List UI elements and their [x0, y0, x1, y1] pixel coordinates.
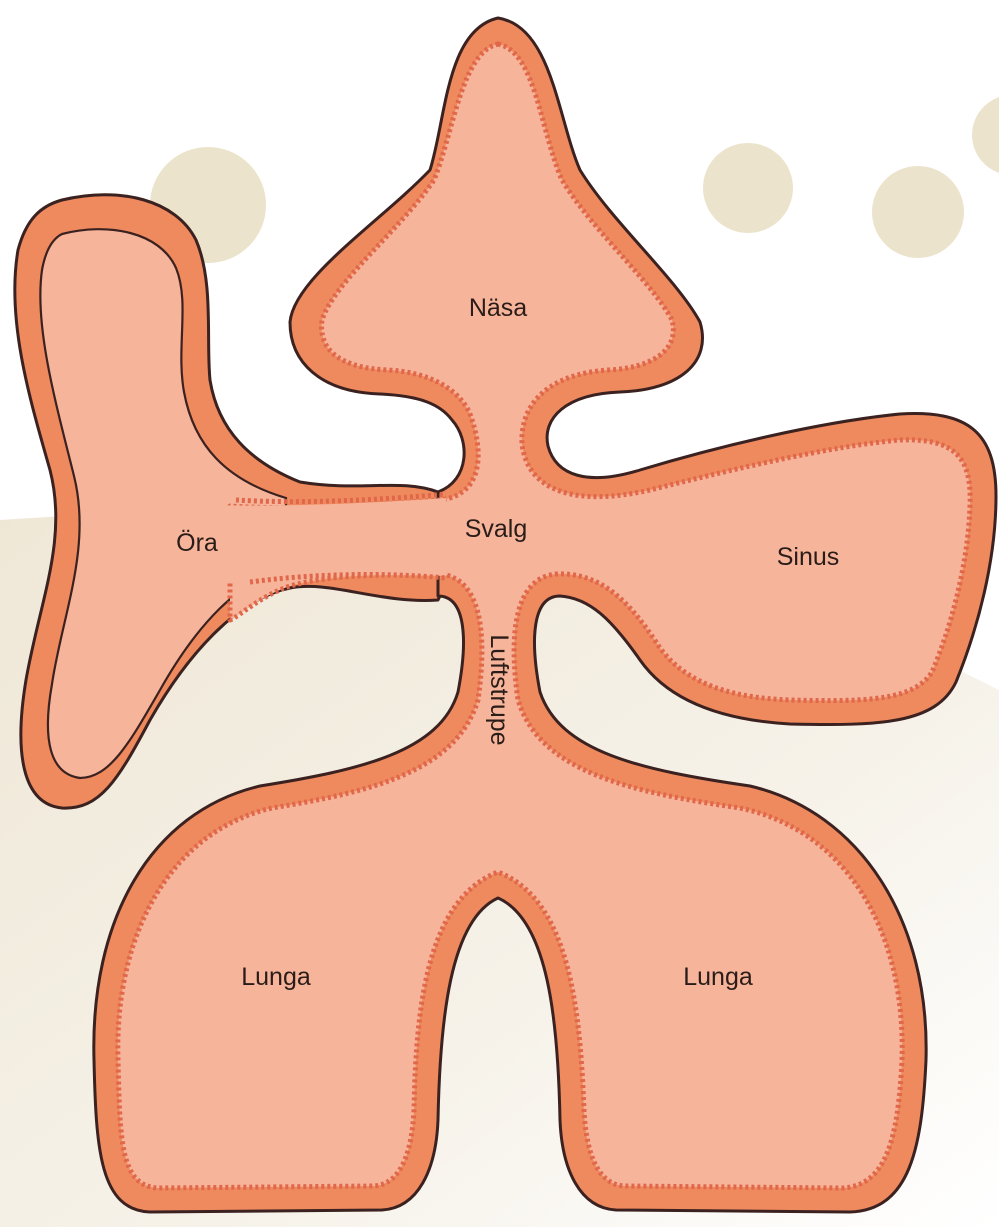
label-lunga-right: Lunga	[683, 963, 753, 991]
label-sinus: Sinus	[777, 543, 840, 571]
backdrop-dot	[872, 166, 964, 258]
label-lunga-left: Lunga	[241, 963, 311, 991]
label-luftstrupe: Luftstrupe	[485, 634, 513, 745]
backdrop-dot	[972, 95, 999, 175]
label-svalg: Svalg	[465, 515, 528, 543]
backdrop-dot	[703, 143, 793, 233]
label-ora: Öra	[176, 529, 218, 557]
label-nasa: Näsa	[469, 294, 527, 322]
